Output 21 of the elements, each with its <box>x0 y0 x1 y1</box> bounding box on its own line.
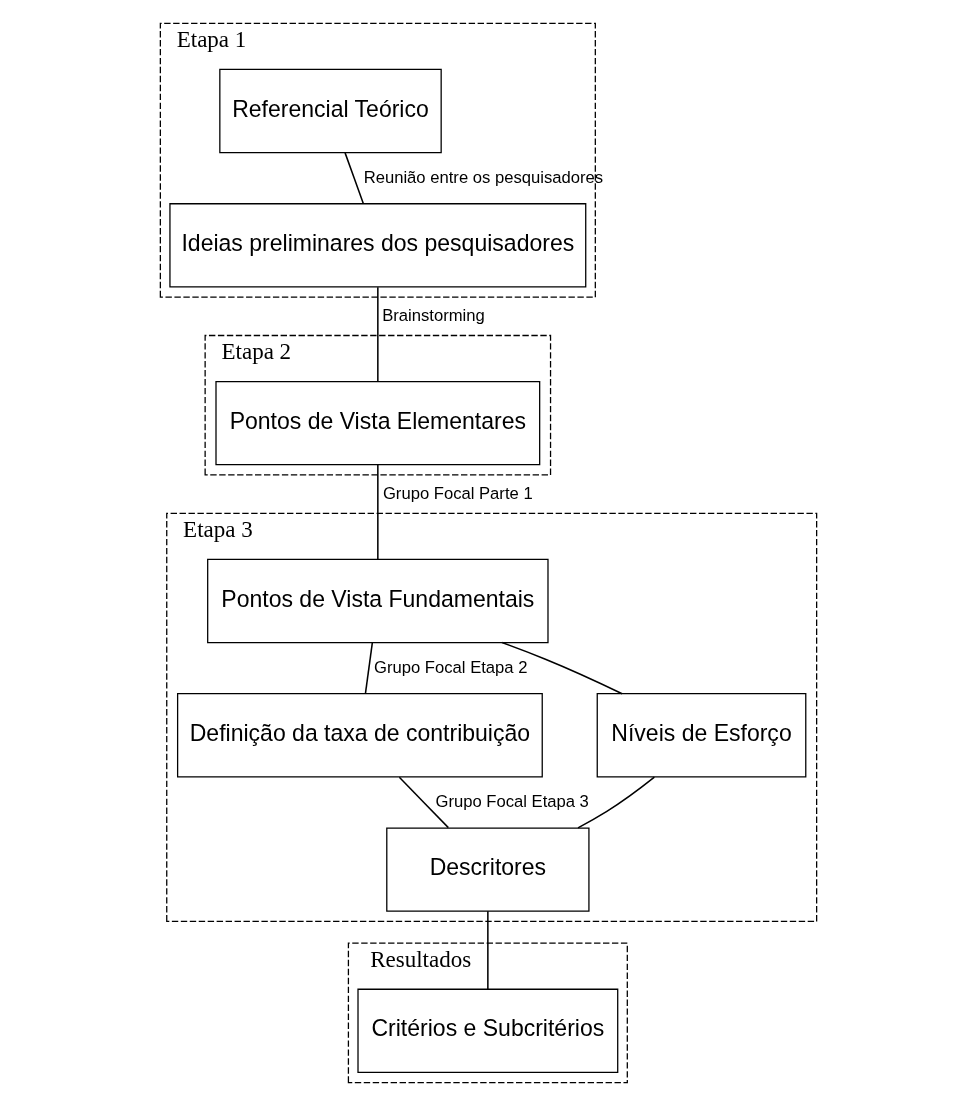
connector <box>398 776 449 829</box>
edge-label: Grupo Focal Etapa 2 <box>373 657 527 677</box>
node-box: Critérios e Subcritérios <box>356 988 618 1074</box>
connector <box>364 642 373 695</box>
edge-label: Grupo Focal Parte 1 <box>382 483 533 503</box>
connector <box>343 152 364 205</box>
node-box: Definição da taxa de contribuição <box>176 693 543 778</box>
node-box: Pontos de Vista Fundamentais <box>206 558 549 644</box>
node-box: Níveis de Esforço <box>596 693 806 778</box>
connector <box>576 776 655 829</box>
edge-label: Reunião entre os pesquisadores <box>363 167 603 187</box>
connector <box>376 464 379 561</box>
connector <box>500 641 623 695</box>
node-box: Referencial Teórico <box>218 68 442 154</box>
connector <box>376 286 379 383</box>
connector <box>486 910 489 990</box>
node-box: Descritores <box>385 827 590 912</box>
edge-label: Grupo Focal Etapa 3 <box>434 791 589 811</box>
edge-label: Brainstorming <box>381 305 485 325</box>
node-box: Ideias preliminares dos pesquisadores <box>168 203 586 288</box>
node-box: Pontos de Vista Elementares <box>214 380 540 466</box>
